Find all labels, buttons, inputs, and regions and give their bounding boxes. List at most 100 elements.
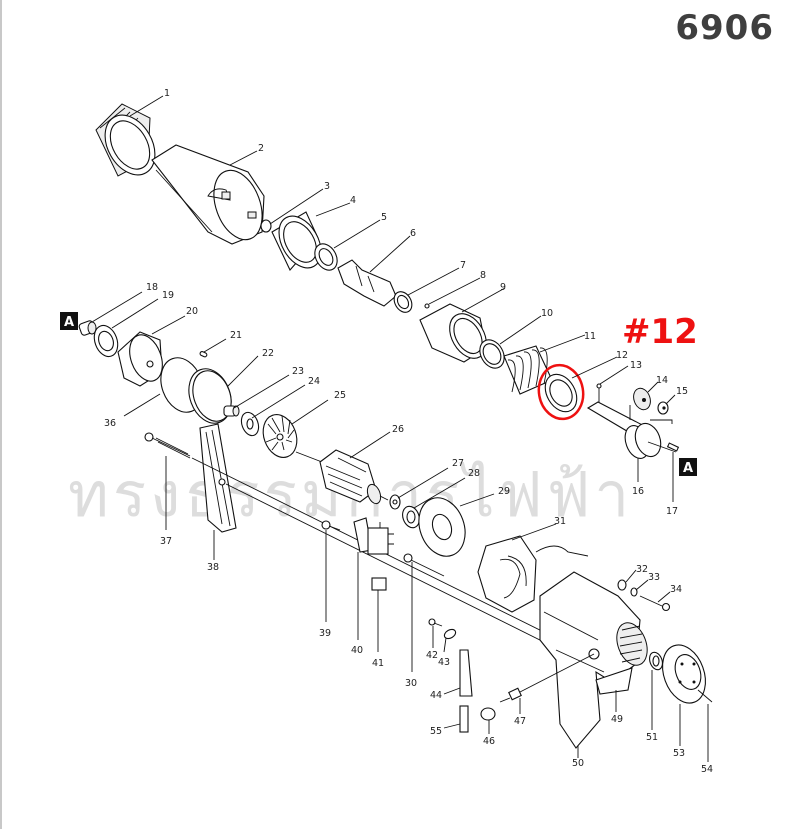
part-5-washer [314,243,338,271]
label-part-21: 21 [230,330,242,341]
part-33-spring-washer [630,587,638,597]
label-part-4: 4 [350,195,356,206]
label-part-6: 6 [410,228,416,239]
label-part-16: 16 [632,486,644,497]
part-20-bearing-box [117,331,163,387]
label-part-9: 9 [500,282,506,293]
part-4-ring [271,211,322,271]
part-15-needle-bearing [657,401,669,415]
label-part-26: 26 [392,424,404,435]
label-part-14: 14 [656,375,668,386]
part-37-screw [144,432,191,459]
label-part-49: 49 [611,714,623,725]
gear-bracket [629,405,673,424]
part-26-armature [295,449,389,505]
part-43-plate [443,628,457,640]
label-part-10: 10 [541,308,553,319]
part-55-pipe [459,705,469,733]
part-10-washer [479,339,505,369]
part-42-screw [428,618,443,627]
part-17-pin [666,442,680,452]
label-part-30: 30 [405,678,417,689]
part-38-side-handle [199,423,237,533]
part-40-switch [353,517,394,555]
part-49-name-plate [595,667,633,695]
part-31-field [477,535,589,613]
part-12-thrust-ring [537,363,585,421]
label-part-11: 11 [584,331,596,342]
label-part-28: 28 [468,468,480,479]
label-part-38: 38 [207,562,219,573]
model-number: 6906 [675,8,774,48]
part-47-carbon-brush [499,687,522,703]
label-part-34: 34 [670,584,682,595]
label-part-27: 27 [452,458,464,469]
part-30-screw [403,553,445,577]
leader-lines [91,95,709,762]
label-part-15: 15 [676,386,688,397]
label-part-47: 47 [514,716,526,727]
part-2-front-housing [151,144,265,245]
part-23-ball-bearing [223,405,240,417]
part-53-rear-cover [662,644,706,704]
label-part-17: 17 [666,506,678,517]
label-part-44: 44 [430,690,442,701]
label-part-43: 43 [438,657,450,668]
label-part-1: 1 [164,88,170,99]
part-32-sleeve [617,579,627,591]
label-part-37: 37 [160,536,172,547]
label-part-23: 23 [292,366,304,377]
label-part-24: 24 [308,376,320,387]
label-part-19: 19 [162,290,174,301]
label-part-40: 40 [351,645,363,656]
label-part-2: 2 [258,143,264,154]
part-41-capacitor [371,577,387,591]
part-28-ball-bearing [402,505,420,529]
label-part-54: 54 [701,764,713,775]
part-8-ball [424,303,430,309]
part-1-collar [95,103,156,177]
label-part-51: 51 [646,732,658,743]
part-54-screw [697,689,713,703]
label-part-50: 50 [572,758,584,769]
label-part-39: 39 [319,628,331,639]
label-part-29: 29 [498,486,510,497]
label-part-41: 41 [372,658,384,669]
reference-marker-a-left: A [60,312,78,330]
svg-text:A: A [64,315,74,330]
label-part-36: 36 [104,418,116,429]
part-24-insulation-washer [240,411,260,437]
assembly-line-2 [225,483,561,651]
part-3-o-ring [260,219,272,233]
label-part-25: 25 [334,390,346,401]
label-part-8: 8 [480,270,486,281]
part-21-pin [199,351,208,358]
label-part-53: 53 [673,748,685,759]
part-labels: 1 2 3 4 5 6 7 8 9 10 11 12 13 14 15 16 1… [104,88,713,775]
part-29-baffle-plate [418,497,466,557]
label-part-31: 31 [554,516,566,527]
part-46-brush-cap [480,707,496,721]
highlight-circle [537,363,585,421]
part-14-gear [633,387,651,411]
svg-text:A: A [683,461,693,476]
part-18-bearing [78,320,97,336]
label-part-55: 55 [430,726,442,737]
reference-marker-a-right: A [679,458,697,476]
label-part-18: 18 [146,282,158,293]
part-51-ring [649,651,663,671]
label-part-46: 46 [483,736,495,747]
part-25-fan [262,414,298,458]
part-39-screw [321,520,341,531]
part-27-washer [389,494,401,510]
part-7-washer [393,291,413,313]
part-22-retaining-ring [188,368,232,424]
part-34-screw [639,595,671,612]
label-part-42: 42 [426,650,438,661]
part-9-hammer-case [419,303,487,363]
label-part-33: 33 [648,572,660,583]
label-part-7: 7 [460,260,466,271]
part-44-holder [459,649,473,697]
